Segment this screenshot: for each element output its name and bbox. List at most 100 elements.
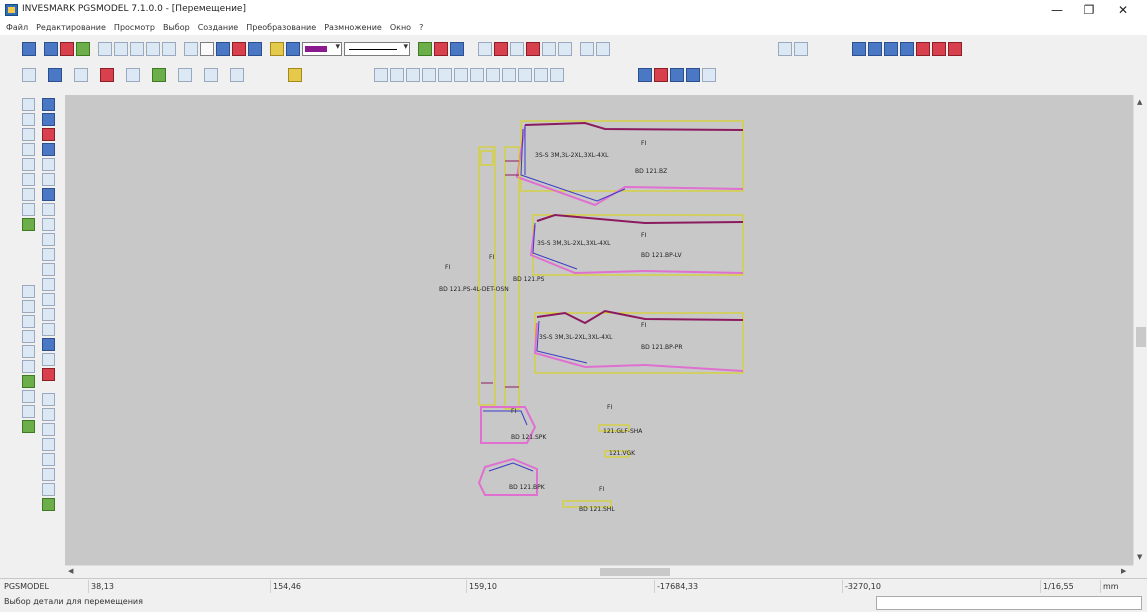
- tool-icon[interactable]: [42, 203, 55, 216]
- tool-icon[interactable]: [178, 68, 192, 82]
- scroll-right-icon[interactable]: ▶: [1121, 567, 1127, 575]
- tool-icon[interactable]: [22, 315, 35, 328]
- tool-icon[interactable]: [42, 143, 55, 156]
- tool-icon[interactable]: [434, 42, 448, 56]
- tool-icon[interactable]: [42, 368, 55, 381]
- tool-icon[interactable]: [42, 408, 55, 421]
- tool-icon[interactable]: [22, 360, 35, 373]
- tool-icon[interactable]: [42, 353, 55, 366]
- tool-icon[interactable]: [232, 42, 246, 56]
- tool-icon[interactable]: [418, 42, 432, 56]
- tool-icon[interactable]: [42, 278, 55, 291]
- tool-icon[interactable]: [42, 248, 55, 261]
- menu-select[interactable]: Выбор: [162, 23, 190, 32]
- tool-icon[interactable]: [114, 42, 128, 56]
- tool-icon[interactable]: [42, 438, 55, 451]
- tool-icon[interactable]: [22, 345, 35, 358]
- tool-icon[interactable]: [406, 68, 420, 82]
- menu-edit[interactable]: Редактирование: [36, 23, 106, 32]
- tool-icon[interactable]: [22, 420, 35, 433]
- tool-icon[interactable]: [146, 42, 160, 56]
- tool-icon[interactable]: [374, 68, 388, 82]
- tool-icon[interactable]: [42, 158, 55, 171]
- tool-icon[interactable]: [454, 68, 468, 82]
- zoom-in-icon[interactable]: [22, 98, 35, 111]
- close-button[interactable]: ✕: [1117, 3, 1129, 17]
- tool-icon[interactable]: [42, 393, 55, 406]
- tool-icon[interactable]: [22, 300, 35, 313]
- tool-icon[interactable]: [534, 68, 548, 82]
- vertical-scrollbar[interactable]: ▲ ▼: [1133, 95, 1147, 565]
- tool-icon[interactable]: [22, 203, 35, 216]
- tool-icon[interactable]: [216, 42, 230, 56]
- tool-icon[interactable]: [248, 42, 262, 56]
- tool-icon[interactable]: [22, 390, 35, 403]
- tool-icon[interactable]: [932, 42, 946, 56]
- delete-icon[interactable]: [558, 42, 572, 56]
- tool-icon[interactable]: [230, 68, 244, 82]
- color-select[interactable]: [302, 42, 342, 56]
- tool-icon[interactable]: [60, 42, 74, 56]
- tool-icon[interactable]: [152, 68, 166, 82]
- tool-icon[interactable]: [948, 42, 962, 56]
- tool-icon[interactable]: [42, 98, 55, 111]
- tool-icon[interactable]: [48, 68, 62, 82]
- tool-icon[interactable]: [286, 42, 300, 56]
- tool-icon[interactable]: [794, 42, 808, 56]
- tool-icon[interactable]: [74, 68, 88, 82]
- tool-icon[interactable]: [44, 42, 58, 56]
- tool-icon[interactable]: [22, 375, 35, 388]
- pattern-layout[interactable]: 3S-S 3M,3L-2XL,3XL-4XL FI BD 121.BZ 3S-S…: [65, 95, 1133, 565]
- tool-icon[interactable]: [486, 68, 500, 82]
- tool-icon[interactable]: [518, 68, 532, 82]
- tool-icon[interactable]: [22, 158, 35, 171]
- tool-icon[interactable]: [42, 323, 55, 336]
- tool-icon[interactable]: [638, 68, 652, 82]
- tool-icon[interactable]: [42, 293, 55, 306]
- scroll-up-icon[interactable]: ▲: [1137, 98, 1143, 106]
- tool-icon[interactable]: [916, 42, 930, 56]
- menu-view[interactable]: Просмотр: [113, 23, 155, 32]
- line-style-select[interactable]: [344, 42, 410, 56]
- menu-window[interactable]: Окно: [389, 23, 412, 32]
- tool-icon[interactable]: [42, 338, 55, 351]
- tool-icon[interactable]: [852, 42, 866, 56]
- tool-icon[interactable]: [204, 68, 218, 82]
- tool-icon[interactable]: [22, 128, 35, 141]
- tool-icon[interactable]: [42, 308, 55, 321]
- menu-grading[interactable]: Размножение: [324, 23, 382, 32]
- zoom-window-icon[interactable]: [22, 68, 36, 82]
- tool-icon[interactable]: [22, 330, 35, 343]
- menu-create[interactable]: Создание: [197, 23, 239, 32]
- tool-icon[interactable]: [42, 468, 55, 481]
- vertical-scroll-thumb[interactable]: [1136, 327, 1146, 347]
- tool-icon[interactable]: [76, 42, 90, 56]
- tool-icon[interactable]: [580, 42, 594, 56]
- tool-icon[interactable]: [42, 173, 55, 186]
- tool-icon[interactable]: [778, 42, 792, 56]
- menu-help[interactable]: ?: [419, 23, 424, 32]
- drawing-canvas[interactable]: 3S-S 3M,3L-2XL,3XL-4XL FI BD 121.BZ 3S-S…: [65, 95, 1133, 565]
- tool-icon[interactable]: [542, 42, 556, 56]
- tool-icon[interactable]: [596, 42, 610, 56]
- tool-icon[interactable]: [42, 263, 55, 276]
- scroll-down-icon[interactable]: ▼: [1137, 553, 1143, 561]
- tool-icon[interactable]: [42, 483, 55, 496]
- tool-icon[interactable]: [42, 233, 55, 246]
- tool-icon[interactable]: [670, 68, 684, 82]
- menu-transform[interactable]: Преобразование: [246, 23, 317, 32]
- tool-icon[interactable]: [22, 405, 35, 418]
- minimize-button[interactable]: —: [1051, 3, 1063, 17]
- tool-icon[interactable]: [100, 68, 114, 82]
- tool-icon[interactable]: [42, 188, 55, 201]
- tool-icon[interactable]: [98, 42, 112, 56]
- tool-icon[interactable]: [654, 68, 668, 82]
- tool-icon[interactable]: [22, 173, 35, 186]
- tool-icon[interactable]: [422, 68, 436, 82]
- tool-icon[interactable]: [42, 218, 55, 231]
- tool-icon[interactable]: [22, 218, 35, 231]
- tool-icon[interactable]: [478, 42, 492, 56]
- tool-icon[interactable]: [494, 42, 508, 56]
- tool-icon[interactable]: [702, 68, 716, 82]
- tool-icon[interactable]: [438, 68, 452, 82]
